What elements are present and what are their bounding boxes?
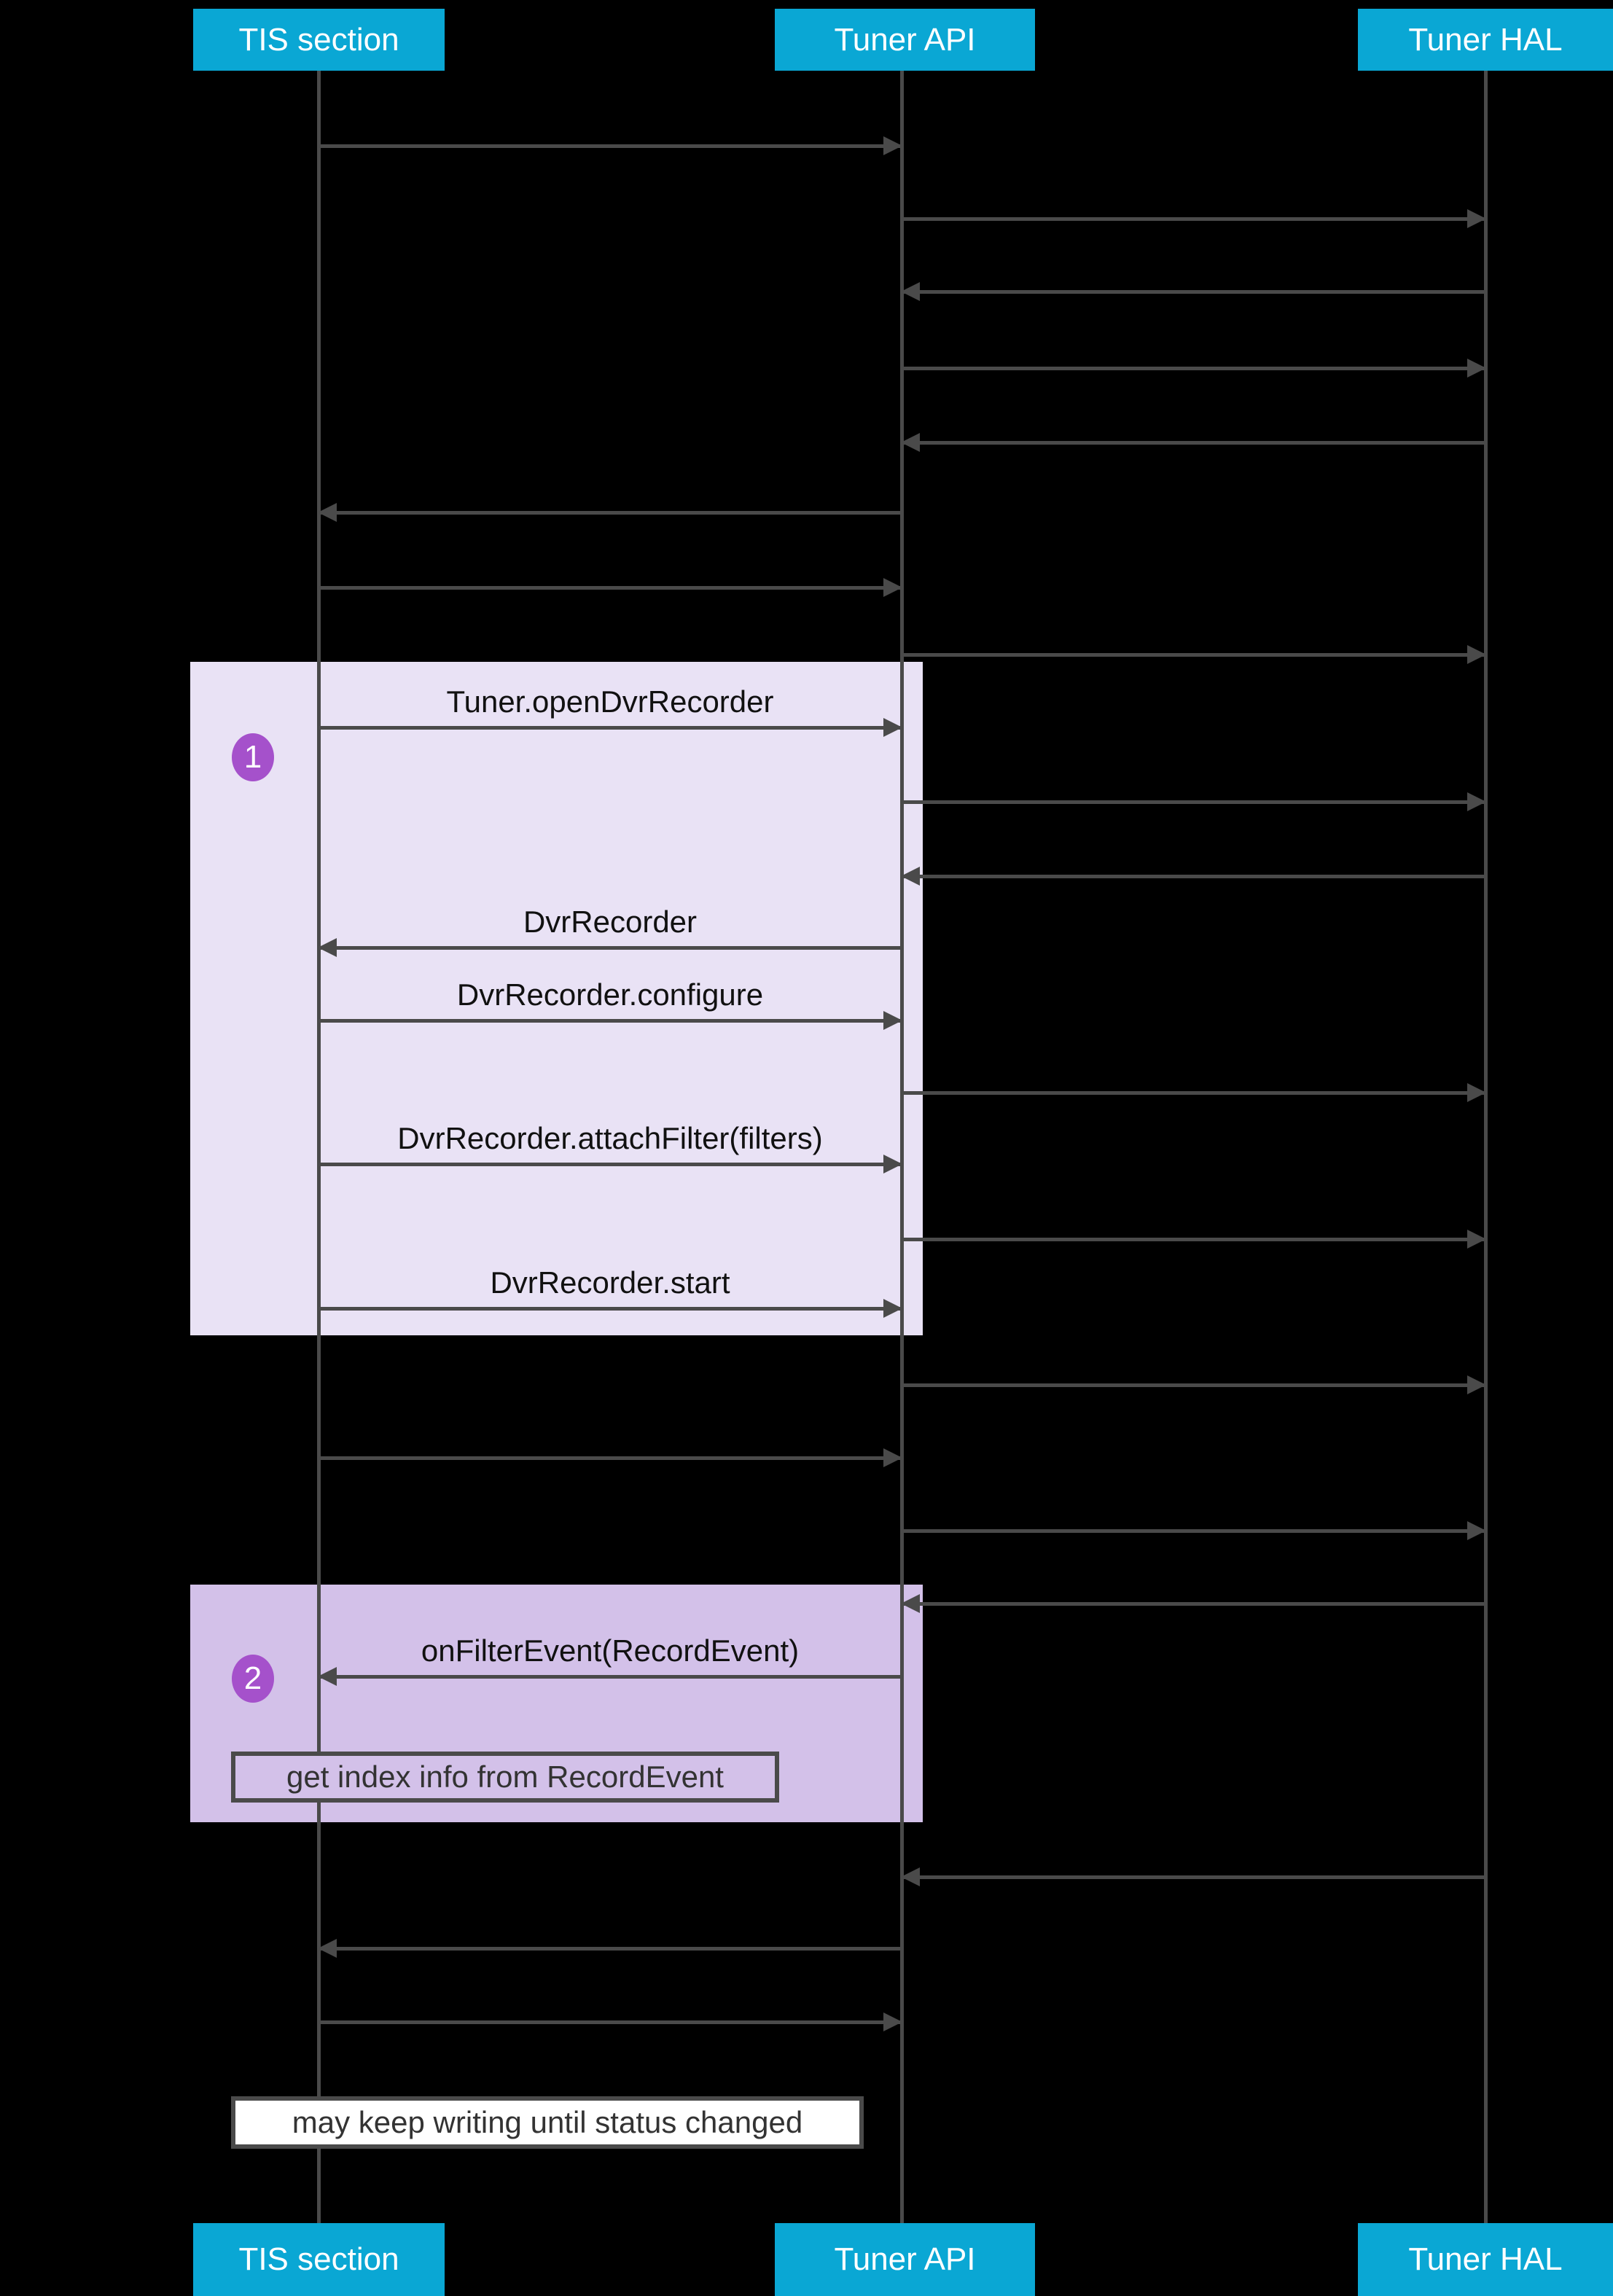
arrow-line: [902, 290, 1485, 294]
message-label: onFilterEvent(RecordEvent): [421, 1633, 800, 1668]
arrow-line: [319, 726, 902, 730]
participant-header-api-top: Tuner API: [775, 9, 1035, 71]
arrowhead-left-icon: [901, 282, 920, 301]
arrow-line: [319, 511, 902, 515]
arrow-line: [902, 1091, 1485, 1095]
arrow-line: [902, 1875, 1485, 1879]
message-arrow-api-to-tis: DvrRecorder: [318, 905, 902, 957]
arrow-line: [319, 1163, 902, 1166]
message-arrow-api-to-hal: [902, 1230, 1486, 1249]
highlight-region-1: 1: [190, 662, 923, 1335]
message-label: DvrRecorder.attachFilter(filters): [397, 1121, 823, 1155]
participant-header-hal-top: Tuner HAL: [1358, 9, 1613, 71]
message-label: Tuner.openDvrRecorder: [446, 684, 774, 719]
note-get-index-info: get index info from RecordEvent: [231, 1752, 779, 1803]
message-arrow-api-to-hal: [902, 359, 1486, 378]
arrow-line: [902, 653, 1485, 657]
arrowhead-right-icon: [1467, 1521, 1486, 1540]
lifeline-api: [900, 71, 904, 2223]
lifeline-tis: [317, 71, 321, 2223]
arrowhead-right-icon: [883, 1448, 902, 1467]
message-arrow-api-to-tis: [318, 503, 902, 522]
arrowhead-left-icon: [318, 1939, 337, 1958]
message-arrow-hal-to-api: [901, 433, 1485, 452]
arrow-line: [902, 1383, 1485, 1387]
message-label: DvrRecorder.configure: [456, 977, 764, 1012]
arrow-line: [319, 144, 902, 148]
message-arrow-api-to-hal: [902, 209, 1486, 228]
arrowhead-right-icon: [883, 1299, 902, 1318]
step-badge-1: 1: [232, 733, 274, 781]
message-arrow-api-to-hal: [902, 1521, 1486, 1540]
participant-header-hal-bottom: Tuner HAL: [1358, 2223, 1613, 2296]
note-may-keep-writing: may keep writing until status changed: [231, 2096, 864, 2149]
arrowhead-right-icon: [883, 2012, 902, 2031]
arrow-line: [902, 441, 1485, 445]
participant-header-tis-bottom: TIS section: [193, 2223, 445, 2296]
arrowhead-left-icon: [318, 938, 337, 957]
arrow-line: [902, 217, 1485, 221]
message-arrow-hal-to-api: [901, 867, 1485, 886]
message-arrow-tis-to-api: [319, 578, 902, 597]
arrow-line: [902, 875, 1485, 878]
arrowhead-right-icon: [1467, 359, 1486, 378]
message-arrow-api-to-hal: [902, 645, 1486, 664]
message-arrow-tis-to-api: [319, 136, 902, 155]
arrowhead-left-icon: [318, 503, 337, 522]
message-label: DvrRecorder.start: [490, 1265, 730, 1300]
message-arrow-tis-to-api: DvrRecorder.attachFilter(filters): [319, 1121, 902, 1174]
arrow-line: [319, 1019, 902, 1023]
arrow-line: [902, 367, 1485, 370]
message-label: DvrRecorder: [523, 905, 698, 939]
arrow-line: [319, 946, 902, 950]
arrowhead-left-icon: [901, 1867, 920, 1886]
arrow-line: [319, 2020, 902, 2024]
message-arrow-api-to-hal: [902, 792, 1486, 811]
arrowhead-right-icon: [1467, 792, 1486, 811]
arrowhead-left-icon: [901, 867, 920, 886]
arrow-line: [319, 1456, 902, 1460]
arrowhead-right-icon: [1467, 209, 1486, 228]
arrowhead-right-icon: [1467, 1375, 1486, 1394]
arrowhead-right-icon: [1467, 645, 1486, 664]
arrowhead-right-icon: [883, 1011, 902, 1030]
arrow-line: [319, 1675, 902, 1679]
message-arrow-tis-to-api: DvrRecorder.start: [319, 1265, 902, 1318]
arrowhead-left-icon: [901, 1594, 920, 1613]
arrow-line: [902, 1602, 1485, 1606]
arrowhead-left-icon: [318, 1667, 337, 1686]
message-arrow-tis-to-api: DvrRecorder.configure: [319, 977, 902, 1030]
arrow-line: [319, 586, 902, 590]
participant-header-api-bottom: Tuner API: [775, 2223, 1035, 2296]
message-arrow-hal-to-api: [901, 1867, 1485, 1886]
lifeline-hal: [1484, 71, 1488, 2223]
arrowhead-right-icon: [883, 718, 902, 737]
arrowhead-right-icon: [883, 1155, 902, 1174]
message-arrow-api-to-hal: [902, 1375, 1486, 1394]
arrowhead-right-icon: [883, 136, 902, 155]
message-arrow-tis-to-api: [319, 1448, 902, 1467]
arrow-line: [902, 1529, 1485, 1533]
participant-header-tis-top: TIS section: [193, 9, 445, 71]
message-arrow-api-to-tis: [318, 1939, 902, 1958]
step-badge-2: 2: [232, 1655, 274, 1703]
arrowhead-right-icon: [883, 578, 902, 597]
message-arrow-api-to-hal: [902, 1083, 1486, 1102]
message-arrow-api-to-tis: onFilterEvent(RecordEvent): [318, 1633, 902, 1686]
arrow-line: [319, 1947, 902, 1951]
message-arrow-tis-to-api: [319, 2012, 902, 2031]
message-arrow-hal-to-api: [901, 1594, 1485, 1613]
arrowhead-left-icon: [901, 433, 920, 452]
arrow-line: [319, 1307, 902, 1311]
message-arrow-tis-to-api: Tuner.openDvrRecorder: [319, 684, 902, 737]
arrowhead-right-icon: [1467, 1230, 1486, 1249]
arrow-line: [902, 800, 1485, 804]
arrowhead-right-icon: [1467, 1083, 1486, 1102]
arrow-line: [902, 1238, 1485, 1241]
message-arrow-hal-to-api: [901, 282, 1485, 301]
